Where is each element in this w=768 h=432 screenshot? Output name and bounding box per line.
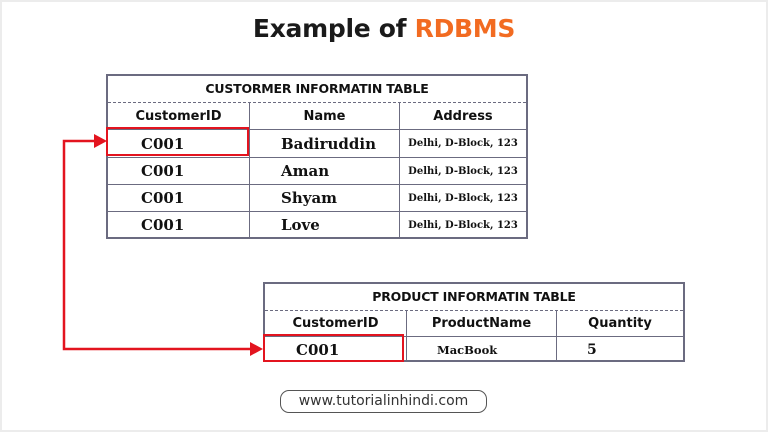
- cell-address: Delhi, D-Block, 123: [399, 158, 526, 184]
- customer-table-caption: CUSTORMER INFORMATIN TABLE: [205, 81, 429, 96]
- column-header-productname: ProductName: [406, 311, 556, 336]
- cell-product-name: MacBook: [406, 337, 556, 362]
- cell-address: Delhi, D-Block, 123: [399, 212, 526, 238]
- cell-customer-id: C001: [296, 340, 340, 359]
- cell-quantity: 5: [556, 337, 683, 362]
- cell-customer-id: C001: [141, 162, 185, 180]
- cell-customer-id: C001: [141, 189, 185, 207]
- title-highlight: RDBMS: [414, 14, 516, 43]
- caption-divider: [265, 310, 683, 311]
- cell-name: Aman: [249, 158, 399, 184]
- cell-address: Delhi, D-Block, 123: [399, 130, 526, 157]
- caption-divider: [108, 102, 526, 103]
- website-url: www.tutorialinhindi.com: [280, 390, 487, 413]
- cell-address: Delhi, D-Block, 123: [399, 185, 526, 211]
- column-header-name: Name: [249, 103, 399, 129]
- product-table-caption: PRODUCT INFORMATIN TABLE: [372, 289, 576, 304]
- title-prefix: Example of: [252, 14, 415, 43]
- cell-name: Love: [249, 212, 399, 238]
- primary-key-highlight: [106, 127, 249, 156]
- table-header-row: CustomerID Name Address: [108, 103, 526, 129]
- cell-name: Badiruddin: [249, 130, 399, 157]
- cell-customer-id: C001: [141, 134, 185, 153]
- table-row: C001 Love Delhi, D-Block, 123: [108, 211, 526, 238]
- table-row: C001 Aman Delhi, D-Block, 123: [108, 157, 526, 184]
- table-row: C001 Shyam Delhi, D-Block, 123: [108, 184, 526, 211]
- table-row: C001 MacBook 5: [265, 336, 683, 362]
- table-header-row: CustomerID ProductName Quantity: [265, 311, 683, 336]
- foreign-key-highlight: [263, 334, 404, 362]
- page-title: Example of RDBMS: [0, 14, 768, 43]
- column-header-quantity: Quantity: [556, 311, 683, 336]
- customer-table: CUSTORMER INFORMATIN TABLE CustomerID Na…: [106, 74, 528, 239]
- cell-name: Shyam: [249, 185, 399, 211]
- column-header-customerid: CustomerID: [292, 316, 379, 331]
- table-row: C001 Badiruddin Delhi, D-Block, 123: [108, 129, 526, 157]
- cell-customer-id: C001: [141, 216, 185, 234]
- product-table: PRODUCT INFORMATIN TABLE CustomerID Prod…: [263, 282, 685, 362]
- column-header-address: Address: [399, 103, 526, 129]
- column-header-customerid: CustomerID: [135, 108, 222, 124]
